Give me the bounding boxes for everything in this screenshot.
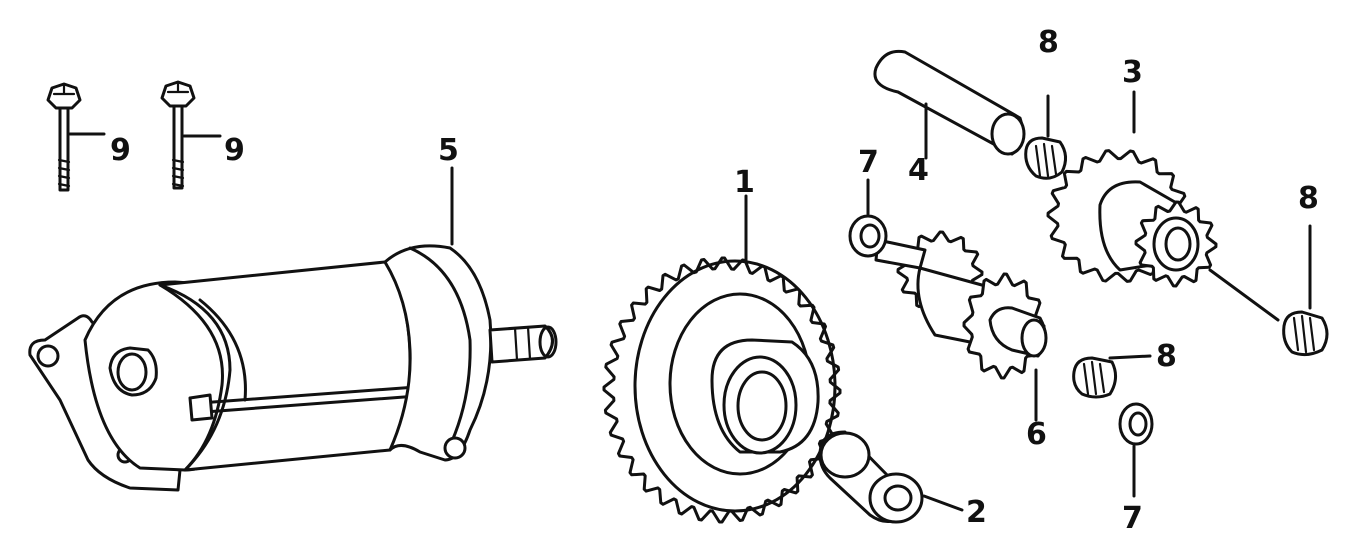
- callout-7-left: 7: [858, 145, 879, 180]
- reduction-gear: [874, 230, 1048, 380]
- callout-2: 2: [966, 495, 987, 530]
- bushing: [818, 430, 924, 524]
- bolt-right: [160, 80, 196, 190]
- needle-bearing-right: [1282, 310, 1329, 357]
- callout-8-top: 8: [1038, 25, 1059, 60]
- bolt-left: [46, 82, 82, 192]
- callout-8-right: 8: [1298, 181, 1319, 216]
- leader-8-gear: [1208, 268, 1280, 322]
- callout-3: 3: [1122, 55, 1143, 90]
- callout-9-right: 9: [224, 133, 245, 168]
- washer-bottom: [1118, 402, 1154, 446]
- callout-5: 5: [438, 133, 459, 168]
- leader-2: [922, 494, 964, 512]
- callout-6: 6: [1026, 417, 1047, 452]
- callout-7-bottom: 7: [1122, 501, 1143, 536]
- large-sprocket: [602, 256, 842, 524]
- callout-4: 4: [908, 153, 929, 188]
- starter-motor: [28, 244, 558, 492]
- needle-bearing-top: [1024, 136, 1067, 180]
- leader-8-middle: [1108, 354, 1152, 360]
- callout-9-left: 9: [110, 133, 131, 168]
- callout-1: 1: [734, 165, 755, 200]
- callout-8-middle: 8: [1156, 339, 1177, 374]
- idle-shaft: [873, 49, 1026, 156]
- idle-gear: [1046, 149, 1218, 288]
- washer-left: [848, 214, 888, 258]
- needle-bearing-middle: [1072, 356, 1117, 399]
